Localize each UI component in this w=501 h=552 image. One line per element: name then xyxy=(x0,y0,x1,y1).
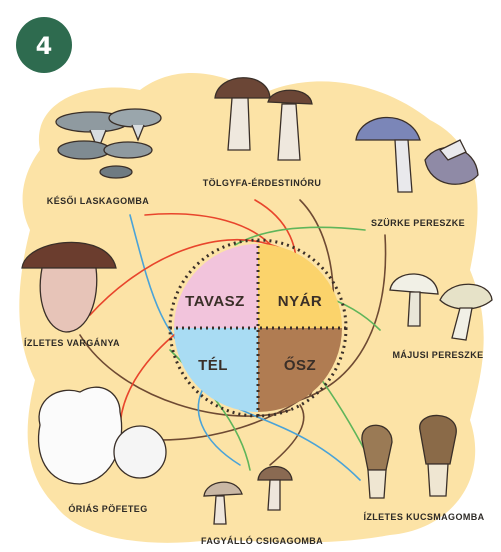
label-fagyallo-csigagomba: FAGYÁLLÓ CSIGAGOMBA xyxy=(201,535,323,546)
label-izletes-vargany: ÍZLETES VARGÁNYA xyxy=(24,338,120,348)
label-orias-pofeteg: ÓRIÁS PÖFETEG xyxy=(68,503,147,514)
label-majusi-pereszke: MÁJUSI PERESZKE xyxy=(392,350,483,360)
label-tolgyfa-erdestinoru: TÖLGYFA-ÉRDESTINÓRU xyxy=(203,177,322,188)
season-winter-label: TÉL xyxy=(198,357,228,374)
season-summer-label: NYÁR xyxy=(278,293,323,310)
label-izletes-kucsmagomba: ÍZLETES KUCSMAGOMBA xyxy=(363,512,484,522)
season-spring-label: TAVASZ xyxy=(185,293,245,310)
season-autumn-label: ŐSZ xyxy=(284,356,316,374)
label-szurke-pereszke: SZÜRKE PERESZKE xyxy=(371,218,465,228)
step-badge: 4 xyxy=(16,17,72,73)
label-kesoi-laskagomba: KÉSŐI LASKAGOMBA xyxy=(47,195,150,206)
step-number: 4 xyxy=(36,32,53,60)
